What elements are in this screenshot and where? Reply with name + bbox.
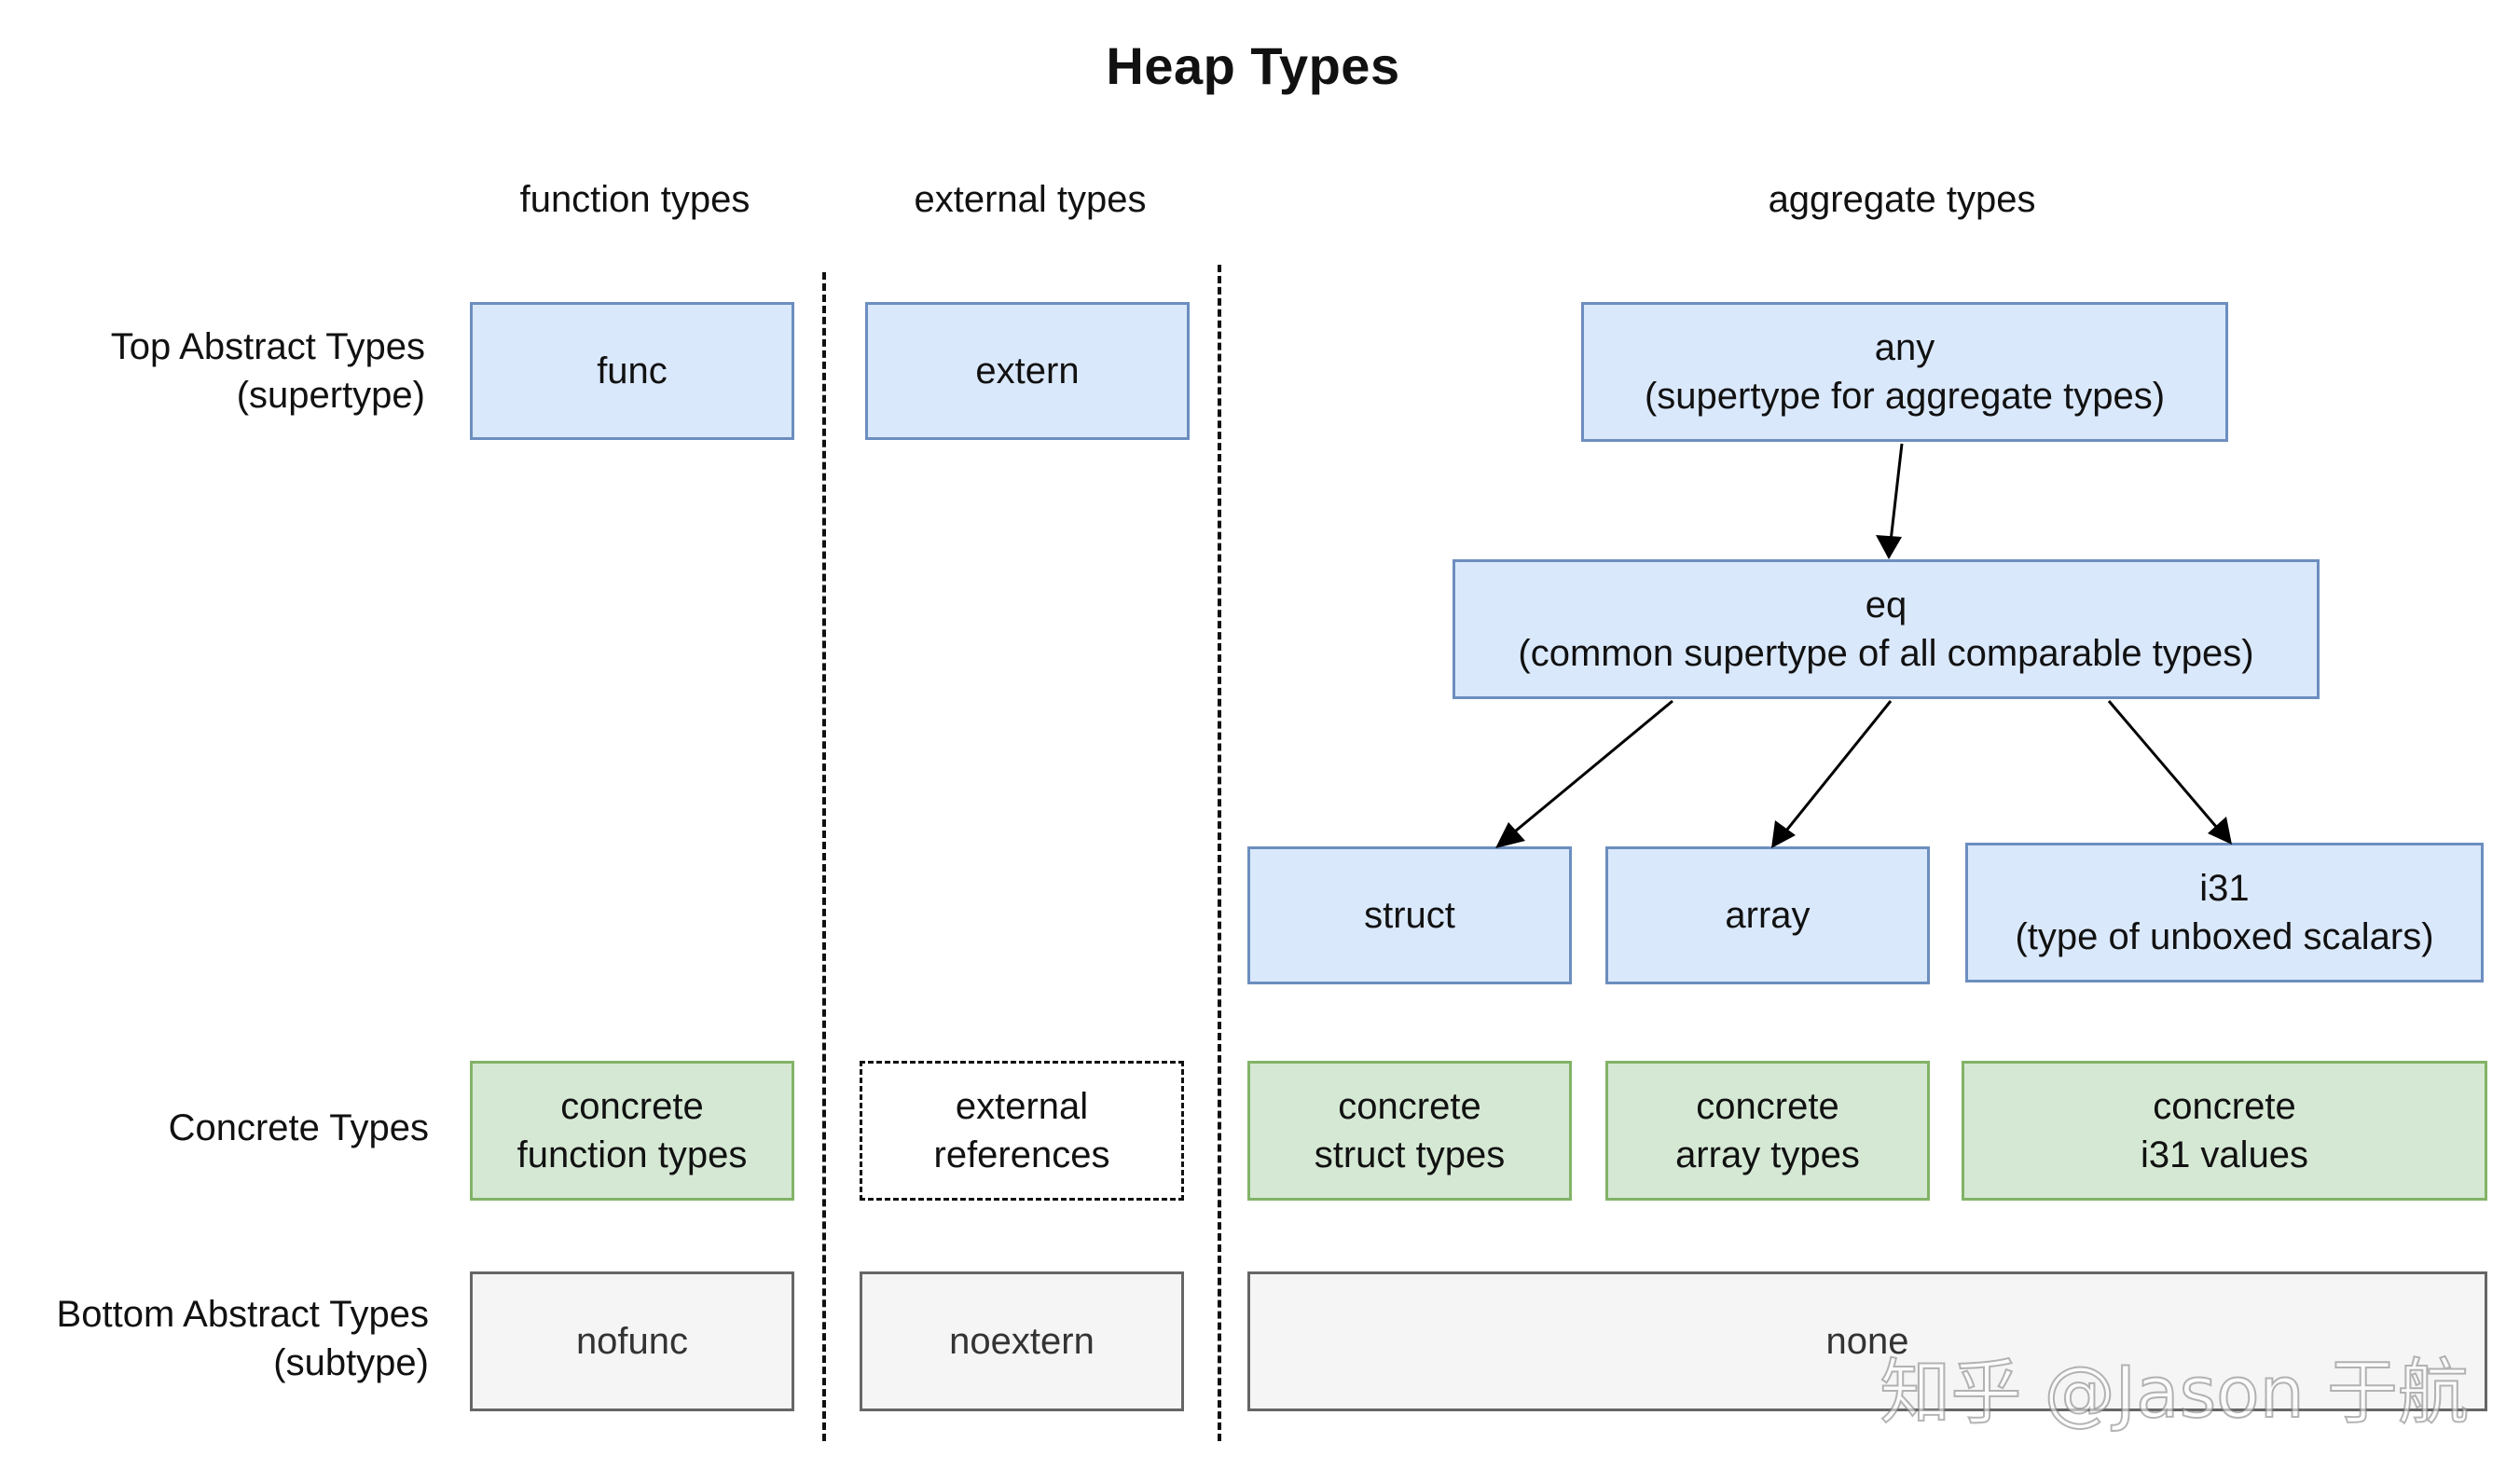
row-label-line: (subtype) — [273, 1342, 429, 1383]
node-array: array — [1605, 846, 1930, 984]
node-noextern: noextern — [860, 1271, 1184, 1411]
arrowhead-eq-to-struct — [1495, 822, 1525, 848]
row-label-bottom-abstract-types: Bottom Abstract Types (subtype) — [19, 1290, 429, 1387]
node-sublabel: (type of unboxed scalars) — [2015, 916, 2434, 957]
node-label: extern — [975, 350, 1080, 392]
node-external-references: external references — [860, 1061, 1184, 1201]
node-any: any (supertype for aggregate types) — [1581, 302, 2228, 442]
node-concrete-function-types: concrete function types — [470, 1061, 794, 1201]
node-label: concrete — [1696, 1086, 1839, 1127]
node-label: noextern — [949, 1321, 1095, 1362]
node-func: func — [470, 302, 794, 440]
node-label: array — [1725, 895, 1811, 936]
node-label: external — [955, 1086, 1089, 1127]
arrowhead-eq-to-array — [1771, 820, 1796, 848]
node-sublabel: (common supertype of all comparable type… — [1518, 633, 2254, 674]
arrowhead-any-to-eq — [1876, 535, 1902, 559]
row-label-concrete-types: Concrete Types — [37, 1104, 429, 1152]
row-label-line: Concrete Types — [168, 1107, 429, 1148]
row-label-line: (supertype) — [236, 375, 425, 416]
row-label-line: Bottom Abstract Types — [56, 1294, 429, 1335]
column-header-external-types: external types — [914, 179, 1147, 220]
column-header-function-types: function types — [519, 179, 750, 220]
node-struct: struct — [1247, 846, 1572, 984]
node-extern: extern — [865, 302, 1190, 440]
node-sublabel: (supertype for aggregate types) — [1644, 376, 2166, 417]
row-label-line: Top Abstract Types — [110, 326, 425, 367]
diagram-title: Heap Types — [1106, 36, 1400, 95]
node-label: func — [597, 350, 668, 392]
node-none: none — [1247, 1271, 2487, 1411]
node-eq: eq (common supertype of all comparable t… — [1453, 559, 2320, 699]
node-label: concrete — [1338, 1086, 1481, 1127]
arrowhead-eq-to-i31 — [2208, 817, 2232, 845]
node-label: struct — [1364, 895, 1455, 936]
node-concrete-array-types: concrete array types — [1605, 1061, 1930, 1201]
node-label: eq — [1865, 584, 1907, 625]
node-label: i31 — [2199, 868, 2250, 909]
node-nofunc: nofunc — [470, 1271, 794, 1411]
node-label: i31 values — [2140, 1134, 2309, 1175]
node-label: struct types — [1314, 1134, 1506, 1175]
column-divider-external-aggregate — [1218, 265, 1221, 1441]
edge-eq-to-i31 — [2107, 700, 2230, 842]
column-header-aggregate-types: aggregate types — [1768, 179, 2036, 220]
node-label: nofunc — [575, 1321, 689, 1362]
node-label: function types — [516, 1134, 748, 1175]
edge-eq-to-struct — [1498, 699, 1673, 846]
node-i31: i31 (type of unboxed scalars) — [1965, 843, 2484, 982]
node-label: any — [1874, 327, 1935, 368]
node-label: none — [1825, 1321, 1909, 1362]
column-divider-function-external — [822, 272, 826, 1441]
node-concrete-struct-types: concrete struct types — [1247, 1061, 1572, 1201]
node-label: concrete — [560, 1086, 704, 1127]
node-label: concrete — [2153, 1086, 2296, 1127]
edge-eq-to-array — [1773, 700, 1893, 845]
node-label: array types — [1675, 1134, 1860, 1175]
watermark: 知乎 @Jason 于航 — [1879, 1350, 2470, 1435]
node-concrete-i31-values: concrete i31 values — [1962, 1061, 2487, 1201]
node-label: references — [933, 1134, 1110, 1175]
row-label-top-abstract-types: Top Abstract Types (supertype) — [37, 323, 425, 419]
